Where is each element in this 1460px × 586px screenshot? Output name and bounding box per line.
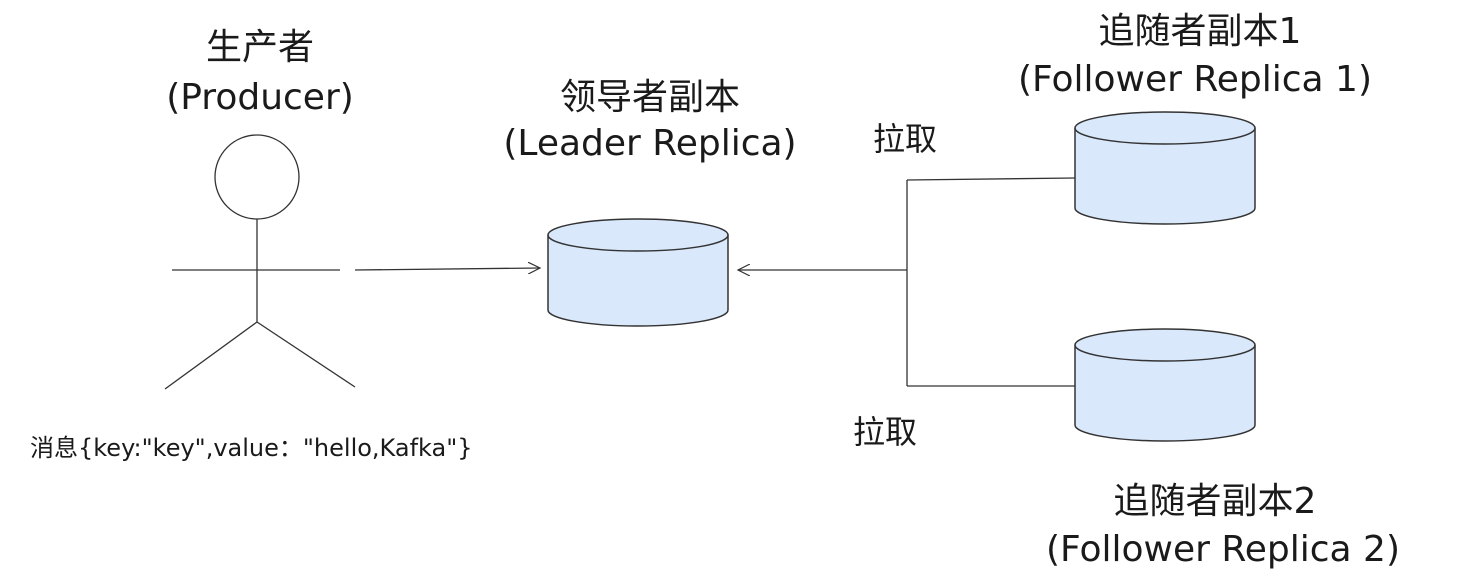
follower-1-title: 追随者副本1 — [1098, 11, 1302, 52]
producer-head — [214, 134, 300, 220]
leader-title: 领导者副本 — [559, 77, 740, 118]
follower-replica-2-cylinder — [1074, 328, 1256, 442]
follower-2-subtitle: (Follower Replica 2) — [1045, 529, 1400, 570]
follower-1-subtitle: (Follower Replica 1) — [1017, 59, 1372, 100]
pull-label-bottom: 拉取 — [852, 413, 917, 451]
producer-left-leg — [164, 321, 258, 390]
producer-right-leg — [256, 321, 356, 388]
producer-title: 生产者 — [205, 27, 314, 68]
follower-2-title: 追随者副本2 — [1113, 481, 1317, 522]
message-label: 消息{key:"key",value："hello,Kafka"} — [30, 434, 473, 462]
producer-figure — [164, 134, 356, 390]
pull-line-follower-1 — [906, 177, 1076, 181]
producer-subtitle: (Producer) — [166, 77, 354, 118]
leader-replica-cylinder — [547, 218, 729, 327]
produce-arrow — [354, 268, 540, 270]
pull-connector — [906, 177, 1076, 387]
pull-label-top: 拉取 — [872, 120, 937, 158]
follower-replica-1-cylinder — [1074, 111, 1256, 225]
leader-subtitle: (Leader Replica) — [503, 123, 797, 164]
